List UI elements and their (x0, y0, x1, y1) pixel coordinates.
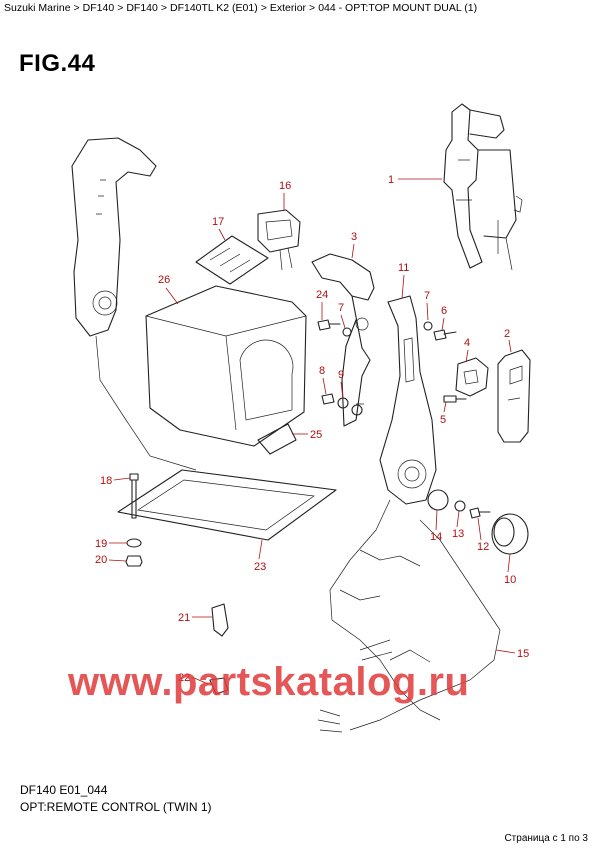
breadcrumb-item-df140[interactable]: DF140 (82, 2, 115, 14)
part-17-label-plate[interactable] (195, 235, 269, 285)
part-16-switch[interactable] (257, 209, 301, 271)
part-24-bolt[interactable] (317, 319, 341, 331)
figure-description: OPT:REMOTE CONTROL (TWIN 1) (20, 800, 212, 814)
callout-label[interactable]: 10 (504, 574, 516, 586)
page-counter: Страница с 1 по 3 (504, 833, 588, 844)
part-8-9-bolt-washer[interactable] (321, 393, 363, 416)
callout-label[interactable]: 15 (517, 648, 529, 660)
breadcrumb-item-df140-model[interactable]: DF140 (126, 2, 158, 14)
breadcrumb-item-current: 044 - OPT:TOP MOUNT DUAL (1) (318, 2, 478, 14)
part-18-bolt[interactable] (129, 473, 139, 519)
callout-label[interactable]: 12 (477, 541, 489, 553)
breadcrumb-separator: > (309, 2, 316, 14)
figure-title: FIG.44 (19, 50, 96, 77)
callout-label[interactable]: 8 (319, 365, 325, 377)
watermark-text: www.partskatalog.ru (67, 660, 469, 704)
callout-label[interactable]: 21 (178, 612, 190, 624)
part-22-clamp[interactable] (209, 677, 229, 695)
callout-label[interactable]: 1 (388, 174, 394, 186)
breadcrumb-separator: > (117, 2, 124, 14)
callout-label[interactable]: 22 (178, 672, 190, 684)
callout-label[interactable]: 17 (212, 216, 224, 228)
callout-label[interactable]: 18 (100, 475, 112, 487)
callout-label[interactable]: 7 (424, 290, 430, 302)
callout-label[interactable]: 25 (310, 429, 322, 441)
callout-labels: 1 2 3 4 5 6 7 7 8 9 10 11 12 13 14 15 16… (95, 174, 529, 685)
part-19-washer[interactable] (126, 538, 142, 548)
part-21-clip[interactable] (211, 603, 229, 637)
part-12-screw[interactable] (469, 507, 491, 519)
part-7-washer[interactable] (342, 321, 433, 337)
part-23-gasket[interactable] (117, 469, 337, 541)
callout-label[interactable]: 20 (95, 554, 107, 566)
part-6-bolt[interactable] (433, 329, 457, 341)
breadcrumb-item-df140tl-k2[interactable]: DF140TL K2 (E01) (169, 2, 258, 14)
callout-label[interactable]: 3 (351, 231, 357, 243)
part-2-cover[interactable] (497, 349, 531, 443)
callout-label[interactable]: 4 (464, 337, 470, 349)
callout-label[interactable]: 6 (441, 305, 447, 317)
part-26-housing[interactable] (145, 285, 307, 447)
callout-label[interactable]: 7 (338, 302, 344, 314)
breadcrumb-separator: > (260, 2, 267, 14)
part-14-plate[interactable] (427, 489, 449, 511)
callout-label[interactable]: 23 (254, 561, 266, 573)
part-4-switch[interactable] (455, 357, 489, 397)
breadcrumb-item-suzuki-marine[interactable]: Suzuki Marine (4, 2, 71, 14)
breadcrumb-separator: > (73, 2, 80, 14)
breadcrumb-item-exterior[interactable]: Exterior (269, 2, 307, 14)
part-15-wiring-harness[interactable] (317, 499, 501, 733)
part-20-nut[interactable] (125, 555, 143, 567)
callout-label[interactable]: 16 (279, 180, 291, 192)
callout-label[interactable]: 14 (430, 531, 442, 543)
callout-label[interactable]: 13 (452, 528, 464, 540)
left-control-handle[interactable] (71, 137, 197, 471)
callout-label[interactable]: 11 (398, 262, 409, 274)
callout-label[interactable]: 24 (316, 289, 328, 301)
part-10-grommet[interactable] (491, 513, 529, 555)
part-1-remote-control-lever[interactable] (443, 103, 523, 271)
breadcrumb: Suzuki Marine>DF140>DF140>DF140TL K2 (E0… (4, 2, 477, 14)
part-5-screw[interactable] (443, 395, 467, 403)
callout-label[interactable]: 19 (95, 538, 107, 550)
part-13-washer[interactable] (454, 500, 466, 512)
part-11-control-arm[interactable] (379, 295, 437, 505)
callout-label[interactable]: 9 (338, 369, 344, 381)
part-3-lever-handle[interactable] (311, 253, 375, 427)
callout-label[interactable]: 2 (504, 328, 510, 340)
figure-code: DF140 E01_044 (20, 783, 108, 797)
breadcrumb-separator: > (160, 2, 167, 14)
callout-label[interactable]: 26 (158, 274, 170, 286)
callout-label[interactable]: 5 (440, 414, 446, 426)
